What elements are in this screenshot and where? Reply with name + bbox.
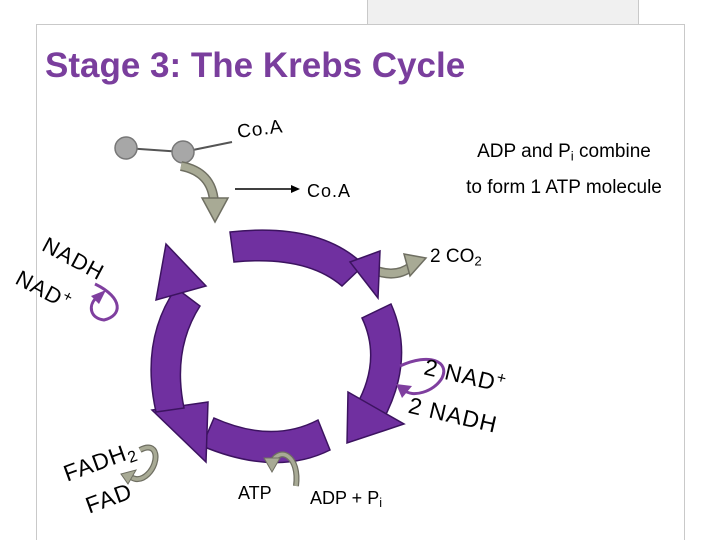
nad-left-curved-arrow (89, 282, 119, 322)
cycle-arrow-left (150, 286, 202, 413)
nad-left-curved-arrowhead (91, 290, 106, 304)
co2-text: 2 CO (430, 246, 475, 267)
cycle-arrowhead-left (155, 242, 208, 302)
slide-frame-right (684, 24, 685, 540)
atp-note-sub: i (570, 148, 574, 164)
nad-right-curved-arrowhead (396, 384, 412, 398)
adp-text: ADP + P (310, 488, 380, 508)
atp-note: ADP and Pi combine to form 1 ATP molecul… (430, 136, 698, 204)
fad-curved-arrowhead (120, 469, 138, 485)
adp-sub: i (379, 496, 383, 511)
cycle-arrowhead-right (346, 390, 406, 445)
slide-frame-left (36, 24, 37, 540)
cycle-arrow-bottom (201, 417, 331, 464)
header-decoration (367, 0, 639, 25)
molecule-atom-2 (171, 140, 195, 164)
atp-note-line2: to form 1 ATP molecule (466, 177, 662, 199)
slide-title: Stage 3: The Krebs Cycle (45, 46, 466, 85)
atp-label: ATP (238, 483, 272, 503)
nad-right-curved-arrow (399, 357, 446, 395)
slide-frame-top (36, 24, 684, 25)
cycle-arrowhead-top-right (348, 249, 381, 301)
atp-curved-arrowhead (263, 457, 281, 474)
cycle-arrow-top-right (229, 229, 366, 288)
co2-curved-arrowhead (402, 253, 428, 278)
atp-note-line1-end: combine (573, 141, 651, 162)
atp-note-line1: ADP and P (477, 141, 571, 162)
entry-curved-arrow (180, 162, 218, 203)
entry-curved-arrowhead (200, 197, 230, 224)
adp-label: ADP + Pi (310, 488, 382, 510)
coa-mid-label: Co.A (307, 181, 352, 201)
co2-label: 2 CO2 (430, 246, 482, 268)
coa-straight-arrowhead (291, 185, 300, 193)
co2-sub: 2 (474, 253, 482, 269)
molecule-atom-1 (114, 136, 138, 160)
